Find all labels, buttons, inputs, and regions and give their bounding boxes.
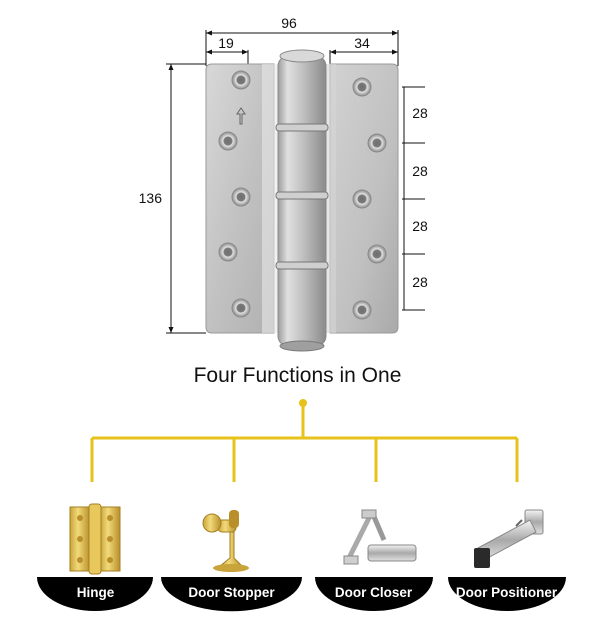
label-backgrounds	[37, 577, 566, 612]
hole-spacing-label-1: 28	[412, 105, 428, 121]
tree-root-dot	[299, 399, 307, 407]
door-stopper-icon	[202, 510, 249, 572]
right-leaf-width-label: 34	[354, 35, 370, 51]
right-leaf-holes	[352, 77, 387, 320]
function-label-hinge: Hinge	[76, 585, 115, 600]
function-label-door-stopper: Door Stopper	[188, 585, 275, 600]
hinge-barrel	[277, 55, 327, 347]
left-leaf-width-label: 19	[218, 35, 234, 51]
height-label: 136	[139, 190, 163, 206]
function-label-door-closer: Door Closer	[334, 585, 413, 600]
door-positioner-icon	[474, 509, 544, 568]
page-title: Four Functions in One	[193, 364, 402, 387]
hole-spacing-label-3: 28	[412, 218, 428, 234]
direction-arrow-icon	[236, 107, 246, 125]
hole-spacing-label-4: 28	[412, 274, 428, 290]
function-tree	[90, 405, 519, 482]
hole-spacing-label-2: 28	[412, 163, 428, 179]
door-closer-icon	[343, 509, 417, 565]
spring-hinge-image	[205, 49, 399, 352]
left-leaf-holes	[218, 70, 251, 318]
overall-width-label: 96	[281, 15, 297, 31]
function-label-door-positioner: Door Positioner	[455, 585, 558, 600]
brass-hinge-icon	[69, 503, 121, 575]
dimension-arrows	[168, 30, 398, 333]
dimension-lines	[166, 30, 425, 334]
